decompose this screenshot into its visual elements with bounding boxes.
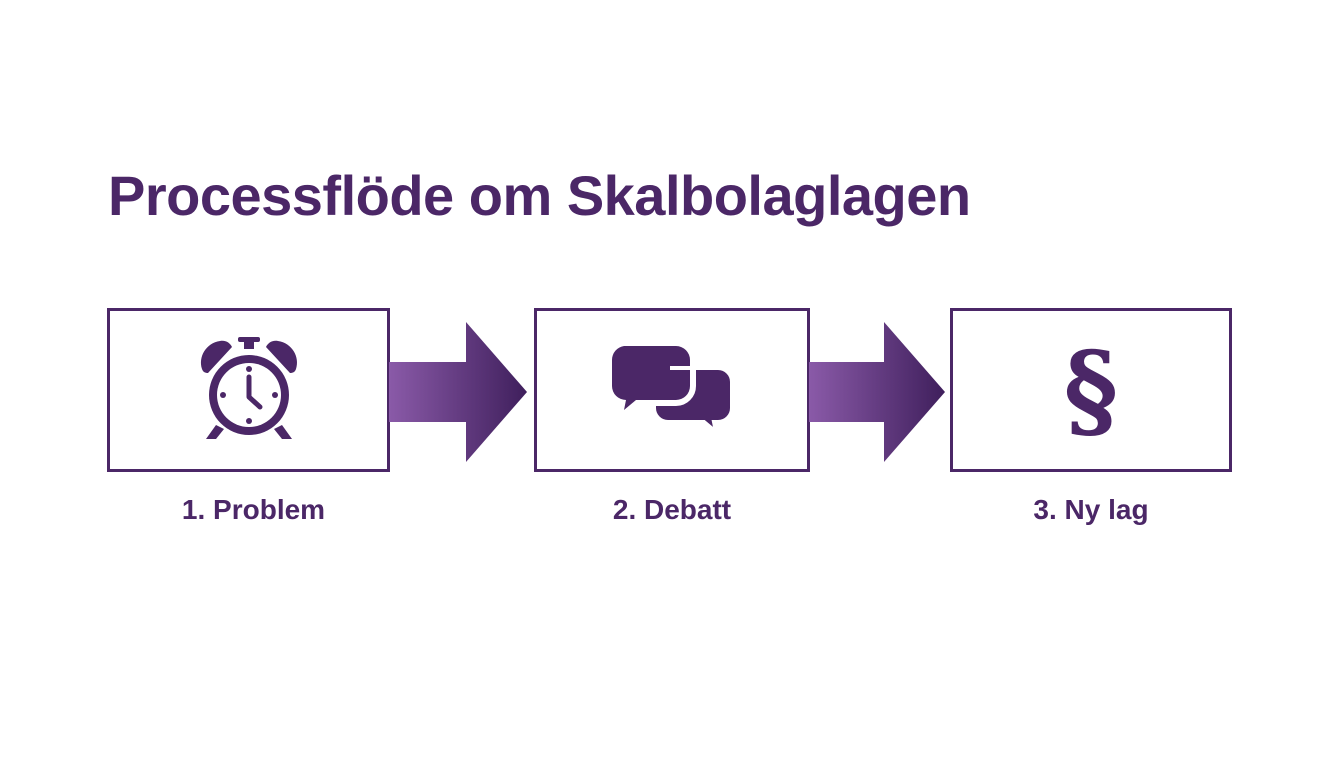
step-box-problem bbox=[107, 308, 390, 472]
arrow-right-icon bbox=[389, 322, 527, 462]
alarm-clock-icon bbox=[194, 335, 304, 445]
diagram-title: Processflöde om Skalbolaglagen bbox=[108, 164, 971, 227]
arrow-right-icon bbox=[809, 322, 945, 462]
step-box-debatt bbox=[534, 308, 810, 472]
step-box-ny-lag: § bbox=[950, 308, 1232, 472]
step-label-problem: 1. Problem bbox=[181, 494, 326, 525]
step-label-ny-lag: 3. Ny lag bbox=[1033, 494, 1149, 525]
chat-bubbles-icon bbox=[610, 344, 734, 436]
section-sign-icon: § bbox=[1063, 328, 1119, 451]
step-label-debatt: 2. Debatt bbox=[612, 494, 732, 525]
